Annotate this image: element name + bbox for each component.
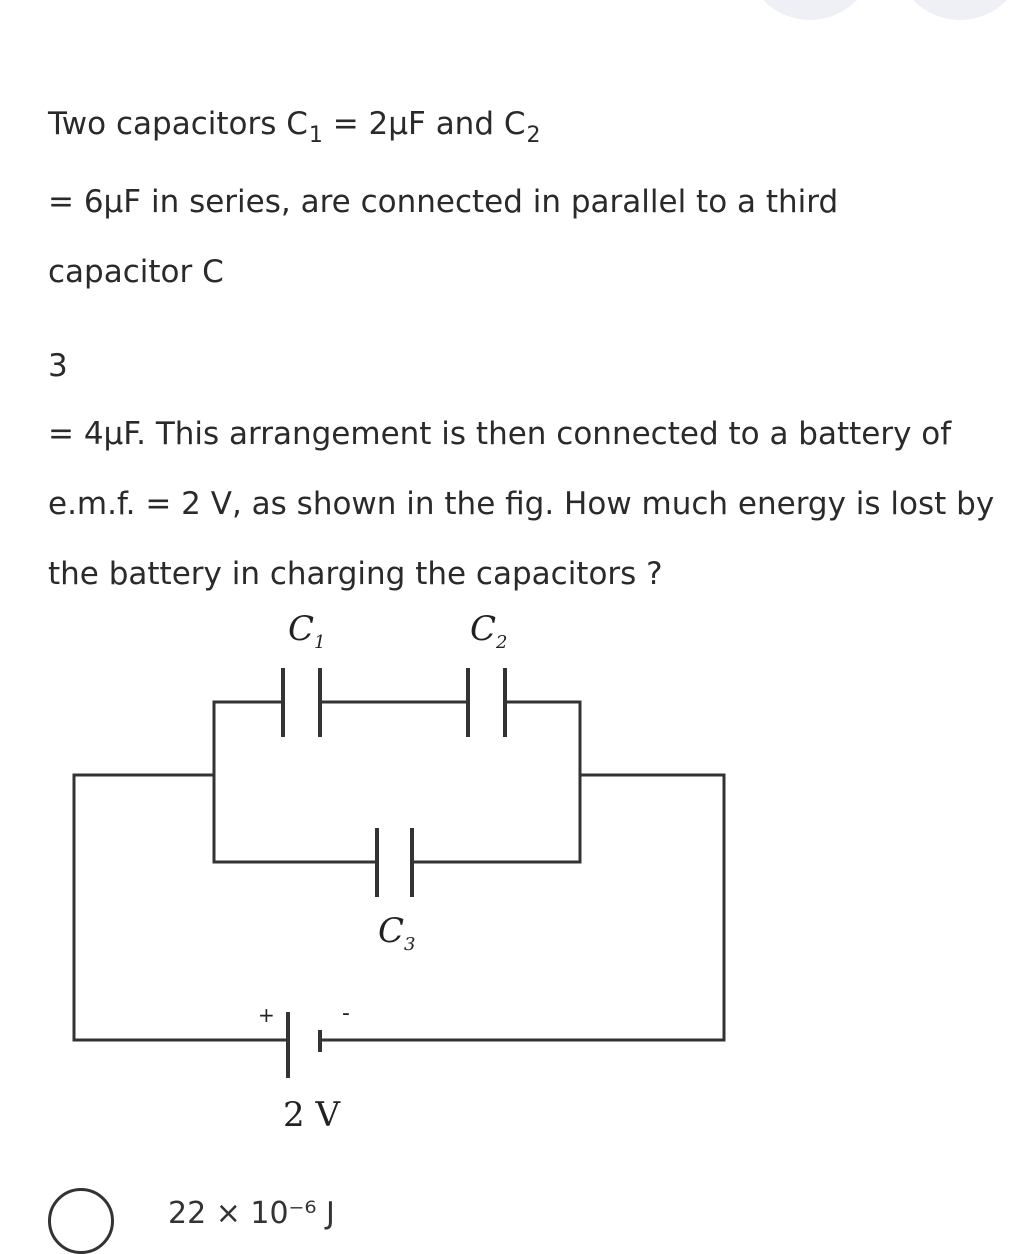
question-line-3: capacitor C — [48, 254, 224, 290]
battery-minus-sign: - — [342, 1001, 350, 1026]
question-text: = 2μF and C — [322, 106, 526, 142]
battery-plus-sign: + — [258, 1003, 275, 1027]
answer-partial-text: 22 × 10⁻⁶ J — [168, 1196, 335, 1231]
battery-voltage-label: 2 V — [283, 1095, 341, 1135]
question-line-6: e.m.f. = 2 V, as shown in the fig. How m… — [48, 486, 995, 522]
series-branch — [212, 668, 582, 775]
parallel-branch — [212, 775, 582, 897]
question-line-2: = 6μF in series, are connected in parall… — [48, 184, 839, 220]
subscript: 2 — [526, 123, 541, 148]
c3-label: C3 — [378, 911, 415, 955]
c1-label: C1 — [288, 609, 325, 653]
decorative-circle-right — [895, 0, 1024, 20]
question-line-5: = 4μF. This arrangement is then connecte… — [48, 416, 952, 452]
question-line-1: Two capacitors C1 = 2μF and C2 — [48, 104, 541, 148]
subscript: 1 — [308, 123, 323, 148]
outer-loop — [72, 773, 726, 1078]
question-line-4: 3 — [48, 348, 68, 384]
circuit-diagram: C1 C2 C3 + - 2 V — [72, 609, 726, 1135]
decorative-circle-left — [745, 0, 875, 20]
question-text: Two capacitors C — [48, 106, 308, 142]
question-line-7: the battery in charging the capacitors ? — [48, 556, 663, 592]
c2-label: C2 — [470, 609, 507, 653]
answer-option-radio[interactable] — [48, 1188, 114, 1254]
